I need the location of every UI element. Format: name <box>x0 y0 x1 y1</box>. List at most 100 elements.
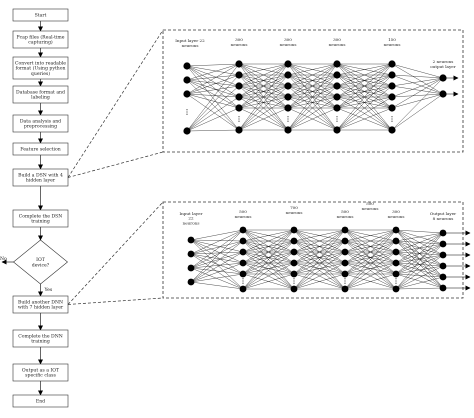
neuron <box>239 259 247 267</box>
connection <box>344 240 397 275</box>
connection <box>190 240 244 255</box>
neuron <box>284 71 292 79</box>
connection <box>395 265 444 290</box>
connections <box>190 229 471 291</box>
connection <box>186 79 240 109</box>
decision-diamond <box>13 239 68 285</box>
connection <box>287 63 338 87</box>
zoom-line-top-2 <box>67 151 164 178</box>
connection <box>395 287 444 290</box>
connection <box>391 77 444 87</box>
neuron <box>284 60 292 68</box>
ellipsis-dot <box>186 109 188 111</box>
ellipsis-dot <box>238 118 240 120</box>
connection <box>242 251 295 275</box>
connection <box>395 276 444 290</box>
neuron <box>235 93 243 101</box>
connection <box>293 240 346 290</box>
connection <box>293 273 346 290</box>
connection <box>186 63 240 95</box>
connection <box>238 63 289 109</box>
neuron <box>439 229 447 237</box>
ellipsis-dot <box>391 120 393 122</box>
connection <box>190 239 244 253</box>
connection <box>190 262 244 269</box>
ellipsis-dot <box>238 120 240 122</box>
neuron <box>388 126 396 134</box>
connection <box>190 229 244 269</box>
neurons <box>183 60 447 135</box>
connection <box>186 93 240 131</box>
neuron <box>392 259 400 267</box>
connection <box>238 63 289 87</box>
ellipsis-dot <box>336 116 338 118</box>
connection <box>391 77 444 98</box>
neuron <box>333 93 341 101</box>
ellipsis-dot <box>336 120 338 122</box>
ellipsis-dot <box>242 282 244 284</box>
neuron <box>235 126 243 134</box>
connection <box>344 262 397 275</box>
top-network-frame <box>162 29 464 153</box>
flow-box <box>12 85 69 104</box>
ellipsis-dot <box>287 118 289 120</box>
neuron <box>239 226 247 234</box>
neuron <box>341 259 349 267</box>
connection <box>391 74 444 79</box>
connection <box>242 229 295 264</box>
connection <box>293 229 346 275</box>
connection <box>344 262 397 290</box>
neuron <box>439 273 447 281</box>
connection <box>186 85 240 132</box>
connection <box>395 254 444 290</box>
neuron <box>290 285 298 293</box>
connection <box>391 85 444 95</box>
connection <box>242 229 295 290</box>
neuron <box>439 240 447 248</box>
neuron <box>439 74 447 82</box>
connection <box>391 74 444 95</box>
connection <box>395 243 444 275</box>
connection <box>287 96 338 131</box>
ellipsis-dot <box>344 282 346 284</box>
connection <box>190 240 244 283</box>
connection <box>336 63 393 131</box>
connection <box>190 229 244 283</box>
connection <box>186 63 240 132</box>
neuron <box>290 248 298 256</box>
neuron <box>392 285 400 293</box>
connection <box>186 93 240 109</box>
neuron <box>183 90 191 98</box>
connection <box>190 239 244 275</box>
flow-box <box>12 394 69 408</box>
flow-box <box>12 209 69 228</box>
flow-step-label: Start <box>35 13 47 19</box>
neuron <box>187 278 195 286</box>
neuron <box>239 285 247 293</box>
neuron <box>392 226 400 234</box>
connection <box>186 107 240 132</box>
connection <box>344 251 397 290</box>
connection <box>190 253 244 264</box>
neuron <box>439 262 447 270</box>
neuron <box>392 248 400 256</box>
flow-box <box>12 30 69 49</box>
connection <box>287 107 338 131</box>
neuron <box>239 270 247 278</box>
connection <box>238 74 289 131</box>
zoom-line-bottom-2 <box>67 297 164 305</box>
ellipsis-dot <box>336 118 338 120</box>
connection <box>238 85 289 131</box>
neuron <box>284 82 292 90</box>
